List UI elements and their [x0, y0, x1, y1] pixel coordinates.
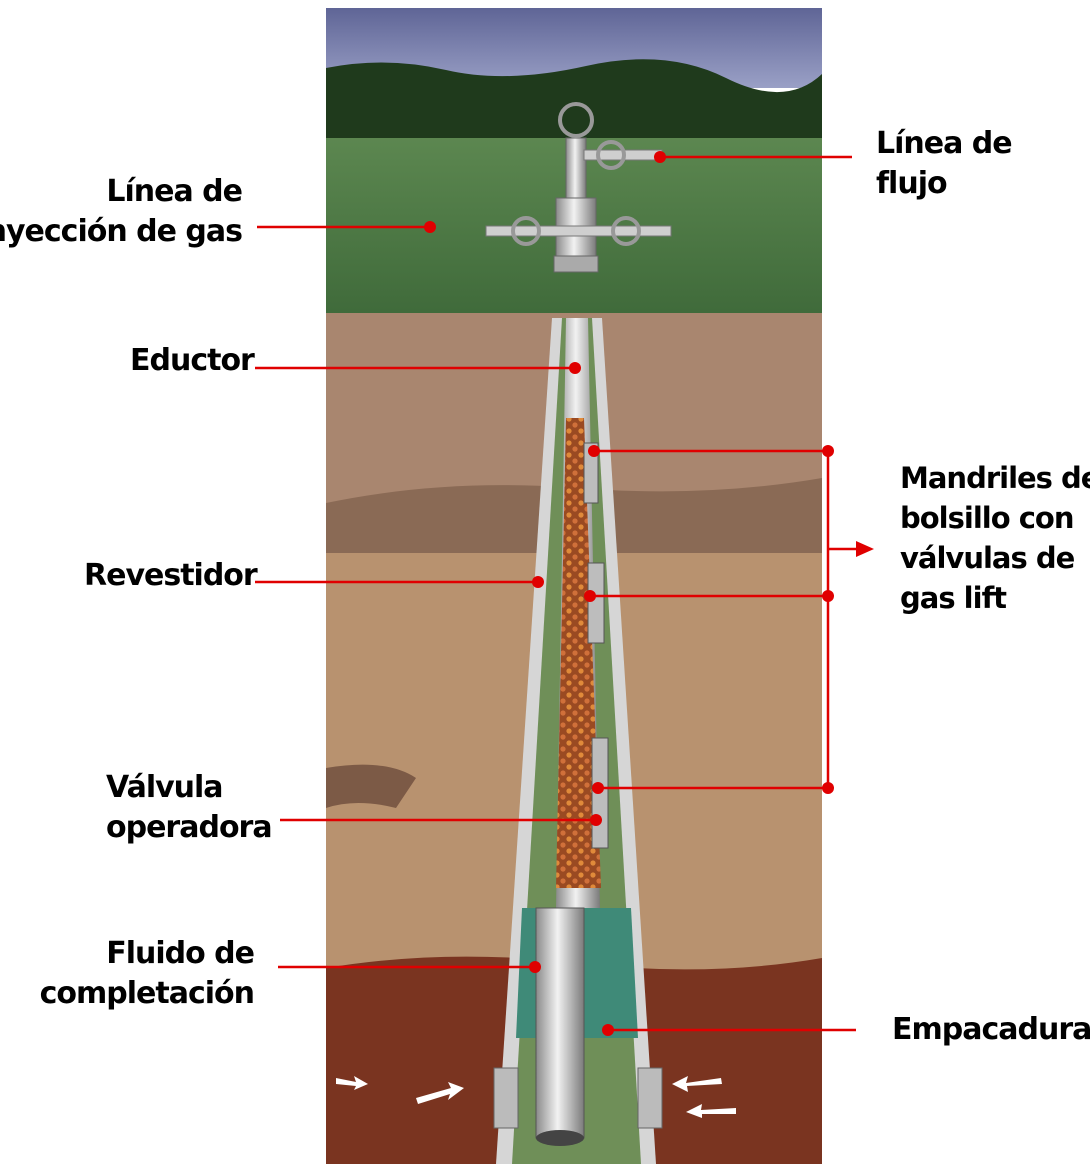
label-tubing: Eductor — [130, 343, 255, 378]
label-mandrels-3: válvulas de — [900, 541, 1075, 575]
soil-band-dark-2 — [326, 764, 416, 808]
label-mandrels-1: Mandriles de — [900, 461, 1090, 495]
marker-completion-fluid — [529, 961, 541, 973]
label-flow-line-2: flujo — [876, 166, 948, 201]
mandrel-2 — [587, 562, 605, 644]
label-mandrels-4: gas lift — [900, 581, 1007, 615]
wellhead — [485, 102, 672, 273]
marker-flow-line — [654, 151, 666, 163]
label-flow-line-1: Línea de — [876, 126, 1013, 161]
label-packer: Empacadura — [892, 1012, 1090, 1047]
label-operating-valve: Válvula operadora — [106, 768, 273, 848]
label-gas-injection-line: Línea de inyección de gas — [0, 172, 243, 252]
marker-mandrel-2-inner — [584, 590, 596, 602]
tubing-opening — [536, 1130, 584, 1146]
label-completion-fluid-2: completación — [39, 976, 255, 1011]
marker-operating-valve — [590, 814, 602, 826]
label-gas-injection-line-1: Línea de — [106, 174, 243, 209]
mandrels-arrow-head — [856, 541, 874, 557]
inflow-arrows — [336, 1076, 736, 1118]
mandrel-1 — [583, 442, 599, 504]
label-operating-valve-2: operadora — [106, 810, 273, 845]
marker-mandrel-3-inner — [592, 782, 604, 794]
packer-left — [493, 1067, 519, 1129]
marker-gas-injection-line — [424, 221, 436, 233]
label-completion-fluid-1: Fluido de — [106, 936, 255, 971]
label-mandrels: Mandriles de bolsillo con válvulas de ga… — [900, 458, 1090, 618]
marker-casing — [532, 576, 544, 588]
marker-packer — [602, 1024, 614, 1036]
packer-right — [637, 1067, 663, 1129]
label-gas-injection-line-2: inyección de gas — [0, 214, 243, 249]
label-operating-valve-1: Válvula — [106, 770, 224, 805]
label-casing: Revestidor — [84, 558, 258, 593]
tubing-bottom — [535, 907, 585, 1139]
gas-bubbles — [556, 418, 601, 888]
marker-mandrel-1-inner — [588, 445, 600, 457]
label-flow-line: Línea de flujo — [876, 124, 1013, 204]
label-completion-fluid: Fluido de completación — [39, 934, 255, 1014]
label-mandrels-2: bolsillo con — [900, 501, 1074, 535]
marker-tubing — [569, 362, 581, 374]
